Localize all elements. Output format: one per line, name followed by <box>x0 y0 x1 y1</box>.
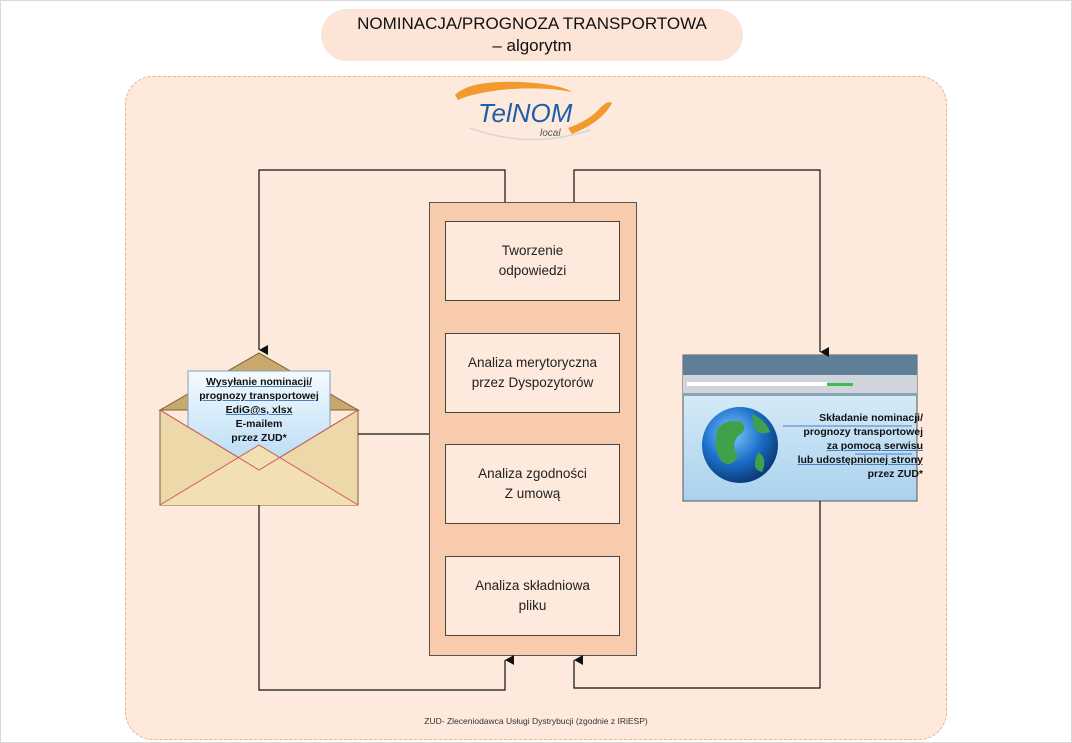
email-line-5: przez ZUD* <box>231 432 287 444</box>
footnote: ZUD- Zleceniodawca Usługi Dystrybucji (z… <box>424 716 648 726</box>
step-syntax-line2: pliku <box>518 598 547 613</box>
step-response-line2: odpowiedzi <box>498 263 567 278</box>
web-submission-label: Składanie nominacji/ prognozy transporto… <box>768 411 923 481</box>
step-syntax-analysis: Analiza składniowa pliku <box>445 556 620 636</box>
step-compliance-line2: Z umową <box>504 486 561 501</box>
step-content-line1: Analiza merytoryczna <box>467 355 598 370</box>
step-response: Tworzenie odpowiedzi <box>445 221 620 301</box>
email-submission-label: Wysyłanie nominacji/ prognozy transporto… <box>188 375 330 445</box>
title-line-2: – algorytm <box>492 36 572 55</box>
web-line-1: Składanie nominacji/ <box>819 412 923 424</box>
web-window-icon <box>682 354 918 502</box>
email-line-3: EdiG@s, xlsx <box>225 404 293 416</box>
logo-sub: local <box>540 128 561 139</box>
logo-brand: TelNOM <box>478 98 573 128</box>
step-content-analysis: Analiza merytoryczna przez Dyspozytorów <box>445 333 620 413</box>
web-line-5: przez ZUD* <box>867 468 923 480</box>
step-compliance-line1: Analiza zgodności <box>478 466 587 481</box>
web-line-4: lub udostępnionej strony <box>797 454 923 466</box>
step-compliance-analysis: Analiza zgodności Z umową <box>445 444 620 524</box>
envelope-icon <box>158 352 360 506</box>
email-line-2: prognozy transportowej <box>199 390 319 402</box>
web-line-2: prognozy transportowej <box>803 426 923 438</box>
step-response-line1: Tworzenie <box>501 243 564 258</box>
step-content-line2: przez Dyspozytorów <box>471 375 594 390</box>
step-syntax-line1: Analiza składniowa <box>475 578 590 593</box>
title-line-1: NOMINACJA/PROGNOZA TRANSPORTOWA <box>357 14 707 33</box>
web-line-3: za pomocą serwisu <box>826 440 923 452</box>
email-line-4: E-mailem <box>235 418 283 430</box>
diagram-title: NOMINACJA/PROGNOZA TRANSPORTOWA – algory… <box>321 9 743 61</box>
email-line-1: Wysyłanie nominacji/ <box>205 376 312 388</box>
